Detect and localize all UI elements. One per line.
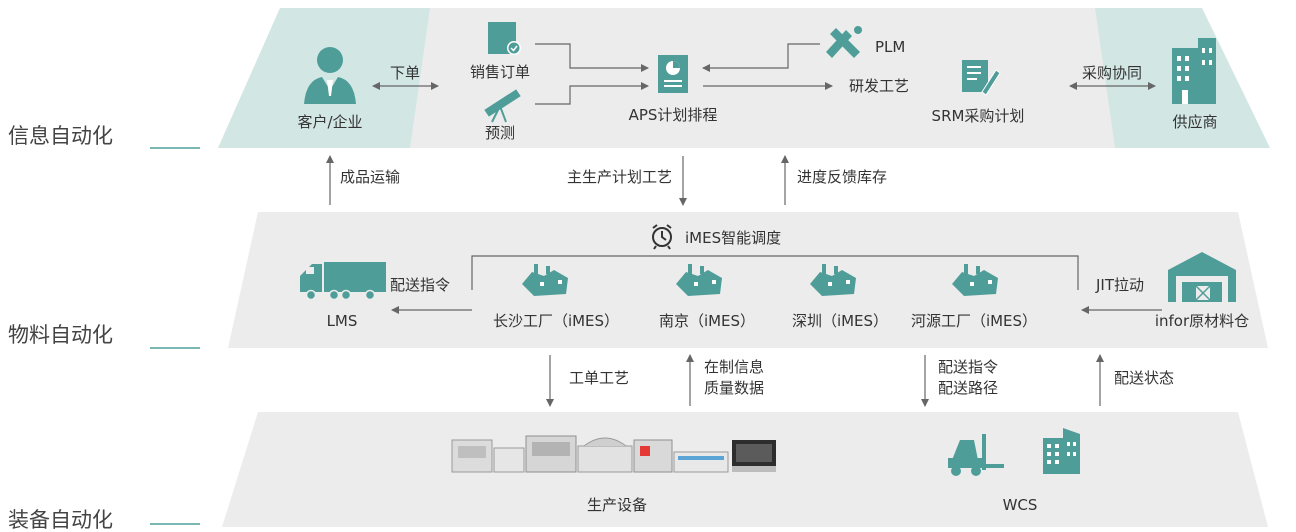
sales-order-icon — [488, 22, 521, 55]
heyuan-label: 河源工厂（iMES） — [911, 312, 1037, 330]
lms-label: LMS — [327, 312, 358, 330]
material-layer-band — [228, 212, 1268, 348]
aps-document-icon — [658, 55, 688, 93]
jit-label: JIT拉动 — [1095, 276, 1144, 294]
progress-feedback-label: 进度反馈库存 — [797, 168, 887, 186]
info-layer-band — [218, 8, 1270, 148]
srm-form-icon — [962, 60, 1001, 96]
plm-label: PLM — [875, 38, 905, 56]
supplier-building-icon — [1172, 38, 1216, 104]
factory-icon — [810, 264, 856, 296]
purchase-collab-label: 采购协同 — [1082, 64, 1142, 82]
forecast-telescope-icon — [484, 89, 521, 123]
truck-icon — [300, 262, 386, 301]
rd-process-label: 研发工艺 — [849, 77, 909, 95]
forecast-to-aps-connector — [535, 82, 649, 105]
aps-label: APS计划排程 — [629, 106, 718, 124]
shenzhen-label: 深圳（iMES） — [792, 312, 888, 330]
wcs-label: WCS — [1003, 496, 1038, 514]
factory-icon — [952, 264, 998, 296]
dispatch-label-line1: 配送指令 — [938, 358, 998, 376]
plm-to-aps-connector — [702, 43, 820, 72]
wcs-building-icon — [1043, 428, 1080, 474]
plm-tools-icon — [826, 26, 862, 58]
layer-label-equipment: 装备自动化 — [8, 508, 113, 532]
wip-label-line2: 质量数据 — [704, 379, 764, 397]
factory-icon — [522, 264, 568, 296]
customer-teal-panel — [218, 8, 430, 148]
customer-icon — [304, 47, 356, 104]
warehouse-icon — [1168, 252, 1236, 302]
sales-to-aps-connector — [535, 43, 649, 72]
imes-title: iMES智能调度 — [685, 229, 781, 247]
alarm-clock-icon — [652, 224, 672, 250]
delivery-cmd-label: 配送指令 — [390, 276, 450, 294]
master-plan-label: 主生产计划工艺 — [567, 168, 672, 186]
nanjing-label: 南京（iMES） — [659, 312, 755, 330]
forklift-icon — [948, 434, 1004, 476]
srm-label: SRM采购计划 — [932, 107, 1025, 125]
dispatch-label-line2: 配送路径 — [938, 379, 998, 397]
production-label: 生产设备 — [587, 496, 647, 514]
work-order-label: 工单工艺 — [569, 369, 629, 387]
supplier-label: 供应商 — [1172, 113, 1217, 131]
layer-label-material: 物料自动化 — [8, 323, 113, 347]
customer-label: 客户/企业 — [297, 113, 362, 131]
changsha-label: 长沙工厂（iMES） — [493, 312, 619, 330]
forecast-label: 预测 — [485, 124, 515, 142]
finished-transport-label: 成品运输 — [340, 168, 400, 186]
imes-scope-bracket — [471, 255, 1079, 290]
sales-order-label: 销售订单 — [470, 63, 530, 81]
layer-label-info: 信息自动化 — [8, 124, 113, 148]
production-line-icon — [451, 435, 776, 473]
dispatch-status-label: 配送状态 — [1114, 369, 1174, 387]
order-arrow-label: 下单 — [390, 64, 420, 82]
factory-icon — [676, 264, 722, 296]
wip-label-line1: 在制信息 — [704, 358, 764, 376]
infor-label: infor原材料仓 — [1155, 312, 1249, 330]
